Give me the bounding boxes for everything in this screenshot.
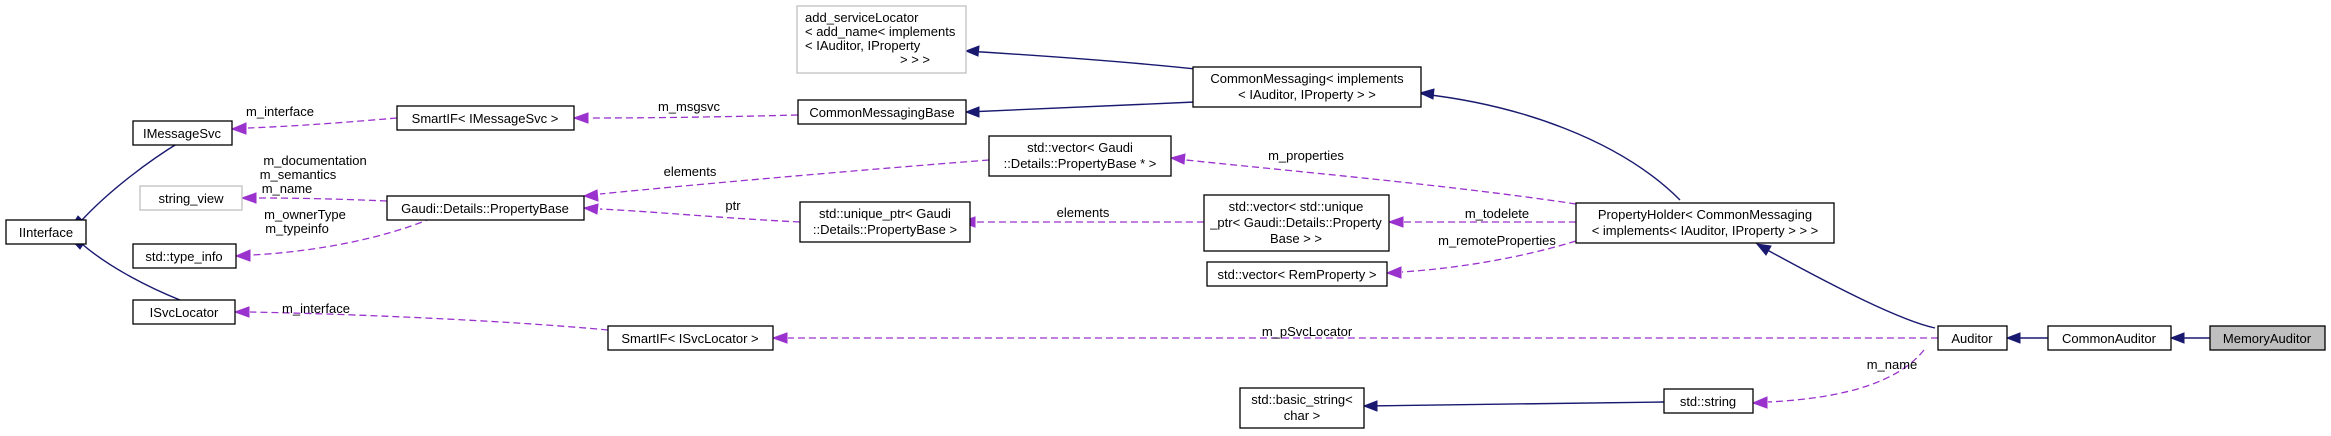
label-m-name-string: m_name <box>1867 357 1918 372</box>
svg-text:< add_name< implements: < add_name< implements <box>805 24 956 39</box>
label-m-interface-msgsvc: m_interface <box>246 104 314 119</box>
svg-text:< implements< IAuditor, IPrope: < implements< IAuditor, IProperty > > > <box>1592 223 1819 238</box>
label-m-remote-properties: m_remoteProperties <box>1438 233 1556 248</box>
node-type-info[interactable]: std::type_info <box>132 243 237 269</box>
svg-text:::Details::PropertyBase >: ::Details::PropertyBase > <box>813 222 957 237</box>
inheritance-edge-propertyholder-auditor <box>1755 243 1936 329</box>
node-add-service-locator[interactable]: add_serviceLocator < add_name< implement… <box>796 5 967 74</box>
node-property-holder[interactable]: PropertyHolder< CommonMessaging < implem… <box>1575 202 1835 244</box>
svg-text:std::vector< Gaudi: std::vector< Gaudi <box>1027 140 1133 155</box>
usage-edge-string-view <box>240 192 388 204</box>
svg-text:MemoryAuditor: MemoryAuditor <box>2223 331 2312 346</box>
label-m-psvclocator: m_pSvcLocator <box>1262 324 1353 339</box>
usage-edge-elements-vector <box>582 159 990 202</box>
node-common-auditor[interactable]: CommonAuditor <box>2047 325 2172 351</box>
inheritance-edge-commonmessagingbase-commonmessaging <box>964 101 1196 118</box>
node-smartif-imessagesvc[interactable]: SmartIF< IMessageSvc > <box>396 105 575 131</box>
label-elements-vector: elements <box>664 164 717 179</box>
svg-text:< IAuditor, IProperty > >: < IAuditor, IProperty > > <box>1238 87 1376 102</box>
label-m-typeinfo: m_typeinfo <box>265 221 329 236</box>
usage-edge-m-todelete <box>1387 216 1576 228</box>
node-std-string[interactable]: std::string <box>1663 388 1754 414</box>
label-m-properties: m_properties <box>1268 148 1344 163</box>
svg-text:Base > >: Base > > <box>1270 231 1322 246</box>
node-imessagesvc[interactable]: IMessageSvc <box>132 120 233 146</box>
svg-text:::Details::PropertyBase * >: ::Details::PropertyBase * > <box>1004 156 1157 171</box>
svg-text:char >: char > <box>1284 408 1321 423</box>
node-property-base[interactable]: Gaudi::Details::PropertyBase <box>386 195 585 221</box>
svg-text:PropertyHolder< CommonMessagin: PropertyHolder< CommonMessaging <box>1598 207 1812 222</box>
node-vector-rem-property[interactable]: std::vector< RemProperty > <box>1206 261 1388 287</box>
node-isvclocator[interactable]: ISvcLocator <box>132 299 236 325</box>
node-common-messaging[interactable]: CommonMessaging< implements < IAuditor, … <box>1192 66 1422 108</box>
svg-text:< IAuditor, IProperty: < IAuditor, IProperty <box>805 38 921 53</box>
svg-text:ISvcLocator: ISvcLocator <box>150 305 219 320</box>
node-auditor[interactable]: Auditor <box>1937 325 2008 351</box>
label-m-owner-type: m_ownerType <box>264 207 346 222</box>
inheritance-edge-basicstring-stdstring <box>1362 400 1665 412</box>
svg-text:std::vector< std::unique: std::vector< std::unique <box>1229 199 1364 214</box>
svg-text:std::type_info: std::type_info <box>145 249 222 264</box>
node-memory-auditor[interactable]: MemoryAuditor <box>2209 325 2326 351</box>
usage-edge-m-remote-properties <box>1385 240 1577 279</box>
inheritance-edge-commonauditor-memoryauditor <box>2169 332 2210 344</box>
inheritance-edge-addservicelocator-commonmessaging <box>964 45 1206 71</box>
svg-text:add_serviceLocator: add_serviceLocator <box>805 10 919 25</box>
label-ptr: ptr <box>725 198 741 213</box>
node-iinterface[interactable]: IInterface <box>5 219 87 245</box>
svg-text:> > >: > > > <box>900 52 930 67</box>
usage-edge-m-properties <box>1169 153 1577 205</box>
svg-text:std::vector< RemProperty >: std::vector< RemProperty > <box>1218 267 1377 282</box>
label-m-interface-svclocator: m_interface <box>282 301 350 316</box>
label-m-todelete: m_todelete <box>1465 206 1529 221</box>
svg-text:SmartIF< ISvcLocator >: SmartIF< ISvcLocator > <box>621 331 758 346</box>
usage-edge-ptr <box>582 203 801 223</box>
label-m-documentation: m_documentation <box>263 153 366 168</box>
inheritance-edge-auditor-commonauditor <box>2005 332 2048 344</box>
svg-text:std::unique_ptr< Gaudi: std::unique_ptr< Gaudi <box>819 206 951 221</box>
label-elements-uptr: elements <box>1057 205 1110 220</box>
label-m-msgsvc: m_msgsvc <box>658 99 721 114</box>
node-smartif-isvclocator[interactable]: SmartIF< ISvcLocator > <box>607 325 774 351</box>
svg-text:IMessageSvc: IMessageSvc <box>143 126 222 141</box>
usage-edge-m-psvclocator <box>771 332 1938 344</box>
node-unique-ptr-property-base[interactable]: std::unique_ptr< Gaudi ::Details::Proper… <box>799 201 971 243</box>
label-m-semantics: m_semantics <box>260 167 337 182</box>
svg-text:SmartIF< IMessageSvc >: SmartIF< IMessageSvc > <box>412 111 559 126</box>
node-vector-property-base-ptr[interactable]: std::vector< Gaudi ::Details::PropertyBa… <box>988 135 1172 177</box>
node-string-view[interactable]: string_view <box>139 185 243 211</box>
node-vector-unique-ptr-property-base[interactable]: std::vector< std::unique _ptr< Gaudi::De… <box>1203 194 1390 252</box>
svg-text:CommonMessaging< implements: CommonMessaging< implements <box>1210 71 1404 86</box>
svg-text:std::string: std::string <box>1680 394 1736 409</box>
label-m-name-sv: m_name <box>262 181 313 196</box>
node-common-messaging-base[interactable]: CommonMessagingBase <box>797 99 967 125</box>
svg-text:IInterface: IInterface <box>19 225 73 240</box>
svg-text:Gaudi::Details::PropertyBase: Gaudi::Details::PropertyBase <box>401 201 569 216</box>
svg-text:Auditor: Auditor <box>1951 331 1993 346</box>
svg-text:CommonMessagingBase: CommonMessagingBase <box>809 105 954 120</box>
svg-text:CommonAuditor: CommonAuditor <box>2062 331 2157 346</box>
svg-text:std::basic_string<: std::basic_string< <box>1251 392 1353 407</box>
usage-edge-m-interface-isvclocator <box>233 306 609 331</box>
usage-edge-m-interface-imessagesvc <box>230 117 398 135</box>
svg-text:_ptr< Gaudi::Details::Property: _ptr< Gaudi::Details::Property <box>1209 215 1382 230</box>
usage-edge-type-info <box>234 217 433 262</box>
inheritance-edge-commonmessaging-propertyholder <box>1418 88 1681 201</box>
svg-text:string_view: string_view <box>158 191 224 206</box>
node-basic-string-char[interactable]: std::basic_string< char > <box>1239 387 1365 429</box>
usage-edge-m-name-string <box>1751 349 1925 409</box>
usage-edge-m-msgsvc <box>572 112 799 124</box>
